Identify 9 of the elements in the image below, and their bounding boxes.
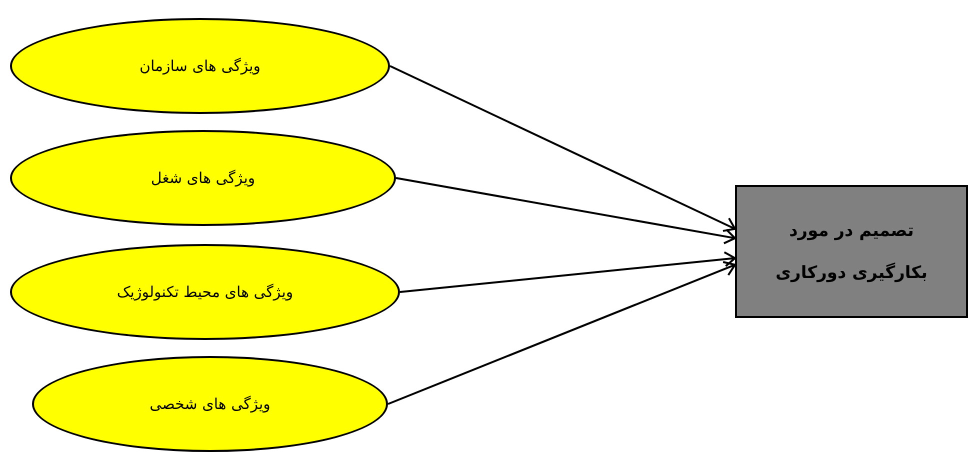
factor-ellipse: ویژگی های شغل (10, 130, 396, 226)
arrow (396, 177, 736, 244)
factor-ellipse: ویژگی های سازمان (10, 18, 390, 114)
arrow (390, 65, 736, 232)
factor-ellipse: ویژگی های شخصی (32, 356, 388, 452)
arrow (388, 261, 736, 405)
decision-box: تصمیم در مورد بکارگیری دورکاری (735, 185, 968, 318)
factor-ellipse: ویژگی های محیط تکنولوژیک (10, 244, 400, 340)
arrow (400, 251, 736, 293)
